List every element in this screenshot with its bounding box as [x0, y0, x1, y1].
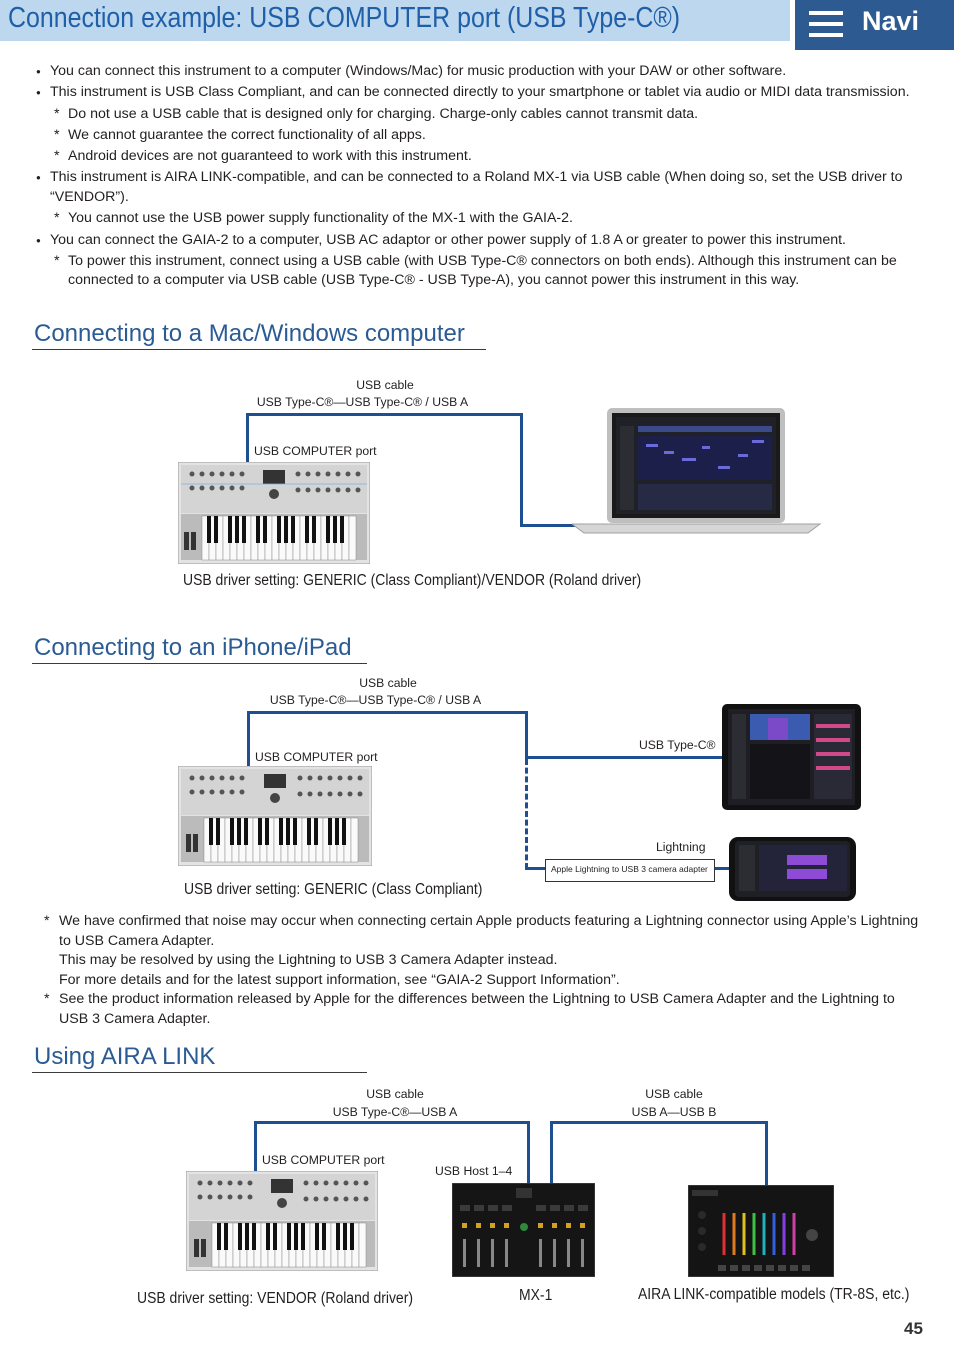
section-title-aira: Using AIRA LINK: [34, 1043, 216, 1070]
section-rule: [32, 663, 367, 664]
caption-aira-models: AIRA LINK-compatible models (TR-8S, etc.…: [638, 1286, 910, 1303]
gaia2-synth-image: [178, 766, 372, 866]
note-item: We cannot guarantee the correct function…: [36, 126, 926, 146]
adapter-box: Apple Lightning to USB 3 camera adapter: [545, 859, 715, 882]
cable-line: [520, 524, 580, 527]
bullet-item: This instrument is AIRA LINK-compatible,…: [36, 168, 926, 207]
caption-driver-setting: USB driver setting: GENERIC (Class Compl…: [184, 881, 483, 898]
adapter-label: Apple Lightning to USB 3 camera adapter: [551, 864, 708, 874]
section-rule: [32, 349, 486, 350]
cable-type-label: USB A—USB B: [631, 1105, 717, 1119]
cable-line: [247, 711, 250, 769]
usb-host-label: USB Host 1–4: [435, 1164, 513, 1178]
navi-label: Navi: [862, 6, 920, 36]
cable-label: USB cable: [645, 1087, 703, 1101]
bullet-item: You can connect the GAIA-2 to a computer…: [36, 231, 926, 251]
cable-line: [254, 1121, 257, 1173]
caption-mx1: MX-1: [519, 1287, 553, 1304]
note-text: This may be resolved by using the Lightn…: [59, 952, 558, 969]
cable-type-label: USB Type-C®—USB A: [332, 1105, 458, 1119]
cable-line: [246, 413, 249, 464]
bullet-item: You can connect this instrument to a com…: [36, 62, 926, 82]
note-text: For more details and for the latest supp…: [59, 971, 620, 988]
caption-driver-setting: USB driver setting: VENDOR (Roland drive…: [137, 1290, 413, 1307]
note-text: We have confirmed that noise may occur w…: [59, 913, 919, 949]
title-bar: [0, 0, 790, 41]
note-item: Do not use a USB cable that is designed …: [36, 105, 926, 125]
mx1-mixer-image: [452, 1183, 595, 1277]
cable-label: USB cable: [359, 676, 417, 690]
cable-line: [550, 1121, 768, 1124]
note-item: To power this instrument, connect using …: [36, 252, 926, 291]
menu-icon: [809, 11, 843, 37]
cable-line: [525, 711, 528, 759]
note-item: We have confirmed that noise may occur w…: [44, 912, 924, 990]
lightning-label: Lightning: [656, 840, 706, 854]
section-rule: [32, 1072, 367, 1073]
port-label: USB COMPUTER port: [255, 750, 378, 764]
cable-line: [525, 867, 545, 870]
gaia2-synth-image: [186, 1171, 378, 1271]
cable-label: USB cable: [356, 378, 414, 392]
cable-line: [247, 711, 528, 714]
tablet-image: [722, 704, 861, 810]
cable-line: [765, 1121, 768, 1185]
iphone-image: [729, 837, 856, 901]
cable-type-label: USB Type-C®—USB Type-C® / USB A: [256, 395, 469, 409]
cable-line: [714, 867, 730, 870]
bullet-item: This instrument is USB Class Compliant, …: [36, 83, 926, 103]
note-item: You cannot use the USB power supply func…: [36, 209, 926, 229]
section-title-mac: Connecting to a Mac/Windows computer: [34, 320, 465, 347]
cable-label: USB cable: [366, 1087, 424, 1101]
navi-button[interactable]: Navi: [795, 0, 954, 50]
tr8s-drum-machine-image: [688, 1185, 834, 1277]
port-label: USB COMPUTER port: [262, 1153, 385, 1167]
notes-list: We have confirmed that noise may occur w…: [44, 912, 924, 1030]
laptop-image: [572, 408, 822, 534]
page-number: 45: [904, 1319, 923, 1338]
note-item: Android devices are not guaranteed to wo…: [36, 147, 926, 167]
usb-typec-label: USB Type-C®: [639, 738, 716, 752]
cable-line: [254, 1121, 530, 1124]
cable-line-dashed: [525, 759, 528, 869]
cable-line: [527, 1121, 530, 1185]
port-label: USB COMPUTER port: [254, 444, 377, 458]
cable-type-label: USB Type-C®—USB Type-C® / USB A: [269, 693, 482, 707]
cable-line: [246, 413, 523, 416]
gaia2-synth-image: [178, 462, 370, 564]
cable-line: [525, 756, 723, 759]
note-item: See the product information released by …: [44, 990, 924, 1029]
intro-list: You can connect this instrument to a com…: [36, 62, 926, 293]
section-title-ios: Connecting to an iPhone/iPad: [34, 634, 352, 661]
cable-line: [520, 413, 523, 527]
page-title: Connection example: USB COMPUTER port (U…: [8, 2, 681, 34]
caption-driver-setting: USB driver setting: GENERIC (Class Compl…: [183, 572, 642, 589]
cable-line: [550, 1121, 553, 1185]
